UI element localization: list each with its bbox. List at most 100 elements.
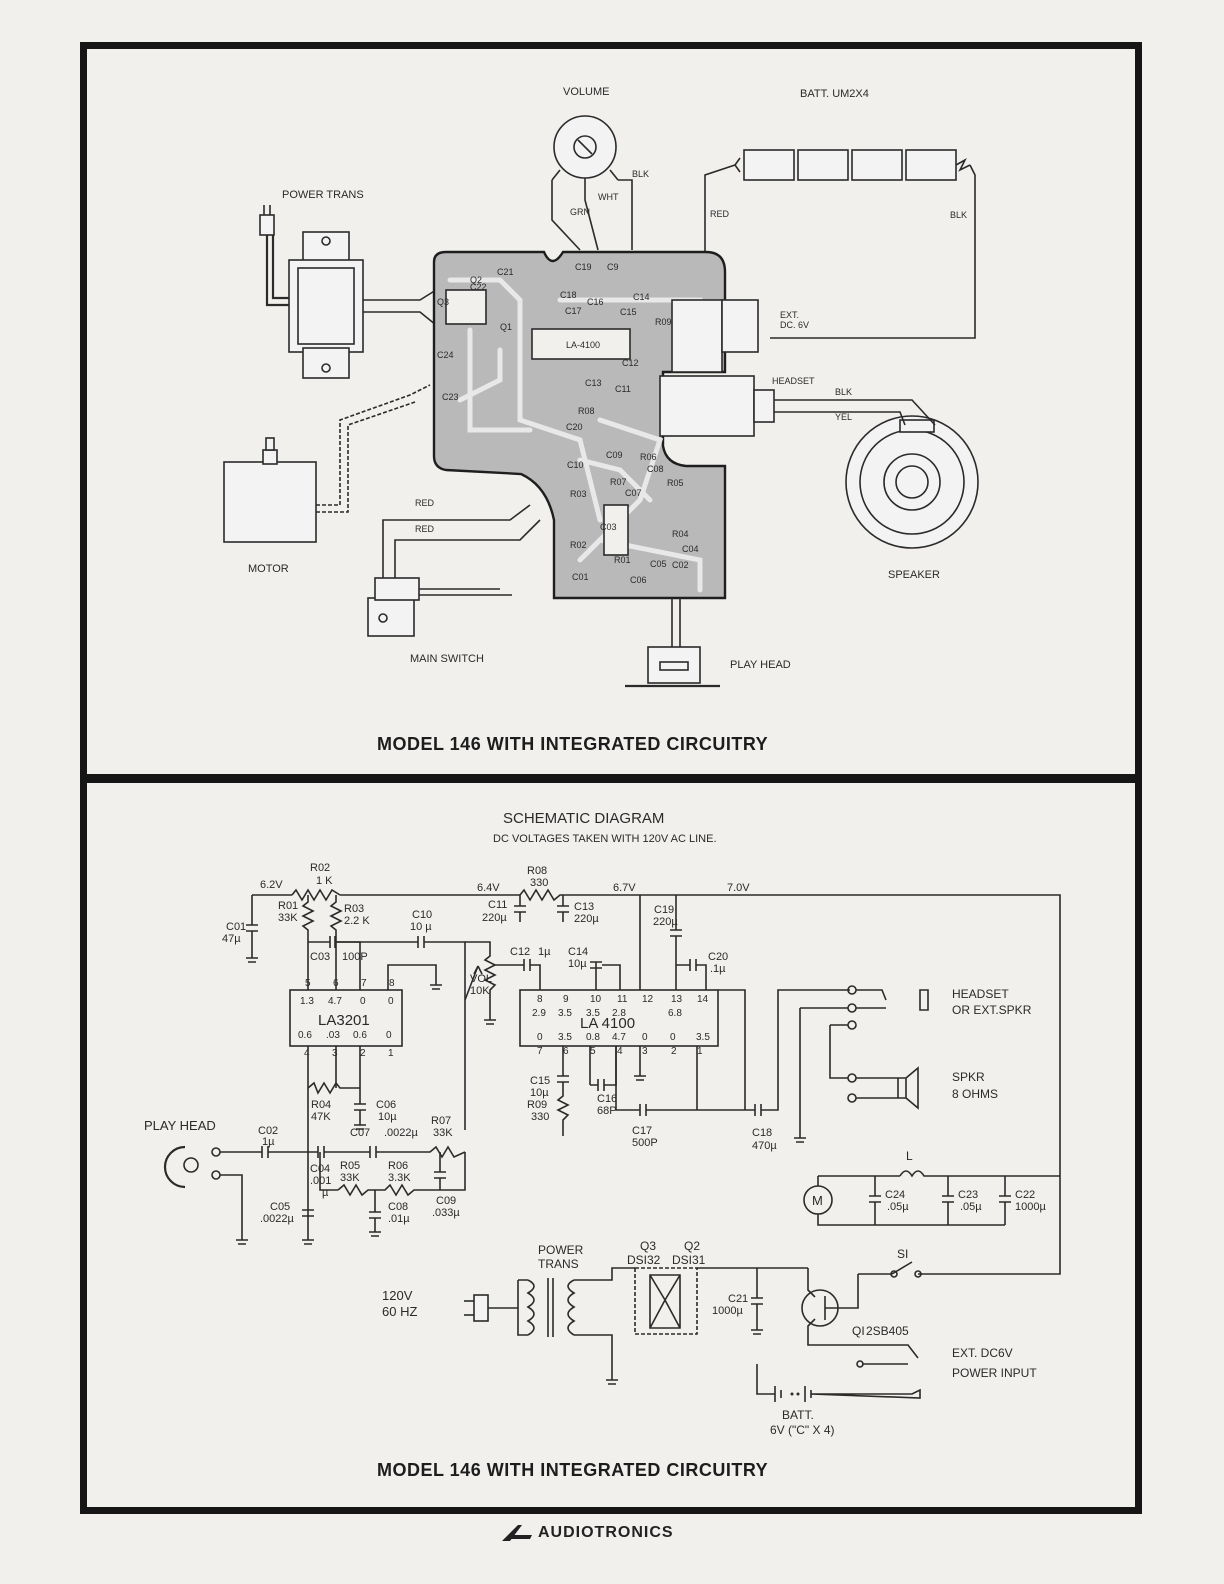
c22-ref: C22	[1015, 1189, 1035, 1201]
svg-text:R02: R02	[570, 540, 587, 550]
ext-dc-label-2: POWER INPUT	[952, 1366, 1037, 1380]
svg-text:0.6: 0.6	[298, 1030, 312, 1041]
ic-la4100-chip	[531, 328, 631, 360]
c02-capacitor	[220, 1146, 308, 1158]
svg-text:R05: R05	[667, 478, 684, 488]
r05-r06-chain	[337, 1152, 466, 1197]
vol-pot	[465, 941, 497, 1025]
battery-pack	[734, 149, 971, 181]
vol-ref: VOL	[470, 973, 492, 985]
svg-text:5: 5	[590, 1046, 596, 1057]
motor-ref: M	[812, 1193, 823, 1208]
svg-text:C18: C18	[560, 290, 577, 300]
ac-plug-symbol	[464, 1279, 528, 1336]
r08-ref: R08	[527, 865, 547, 877]
c06-ref: C06	[376, 1099, 396, 1111]
svg-text:C05: C05	[650, 559, 667, 569]
c17-value: 500P	[632, 1137, 658, 1149]
c13-ref: C13	[574, 901, 594, 913]
r08-resistor	[519, 888, 640, 902]
c22-capacitor	[999, 1176, 1011, 1225]
svg-text:C09: C09	[606, 450, 623, 460]
c20-ref: C20	[708, 951, 728, 963]
svg-text:C10: C10	[567, 460, 584, 470]
schematic-subheading: DC VOLTAGES TAKEN WITH 120V AC LINE.	[493, 833, 717, 845]
r04-value: 47K	[311, 1111, 331, 1123]
ic-la3201-name: LA3201	[318, 1012, 370, 1029]
headset-jack	[659, 375, 755, 437]
c16-capacitor	[589, 1046, 617, 1091]
power-trans-label-1: POWER	[538, 1243, 584, 1257]
svg-text:4: 4	[304, 1048, 310, 1059]
speaker-yel-wire	[774, 411, 906, 426]
svg-text:2: 2	[671, 1046, 677, 1057]
svg-text:13: 13	[671, 994, 683, 1005]
c23-ref: C23	[958, 1189, 978, 1201]
c03-value: 100P	[342, 951, 368, 963]
grn-wire-label: GRN	[570, 207, 590, 217]
batt-blk-label: BLK	[950, 210, 967, 220]
svg-text:C12: C12	[622, 358, 639, 368]
ic-la3201-chip	[603, 504, 629, 556]
bottom-panel-title: MODEL 146 WITH INTEGRATED CIRCUITRY	[377, 1460, 768, 1480]
svg-text:0.6: 0.6	[353, 1030, 367, 1041]
svg-text:2: 2	[360, 1048, 366, 1059]
r07-value: 33K	[433, 1127, 453, 1139]
c09-ref: C09	[436, 1195, 456, 1207]
r08-value: 330	[530, 877, 548, 889]
r06-value: 3.3K	[388, 1172, 411, 1184]
batt-blk-wire	[770, 164, 976, 339]
c03-ref: C03	[310, 951, 330, 963]
svg-text:7: 7	[537, 1046, 543, 1057]
r03-value: 2.2 K	[344, 915, 370, 927]
svg-text:R03: R03	[570, 489, 587, 499]
q3-value: DSI32	[627, 1253, 661, 1267]
svg-text:10: 10	[590, 994, 602, 1005]
c15-value: 10µ	[530, 1087, 549, 1099]
r04-resistor	[307, 1081, 360, 1095]
svg-text:C17: C17	[565, 306, 582, 316]
svg-text:4: 4	[617, 1046, 623, 1057]
svg-text:12: 12	[642, 994, 654, 1005]
q3-ref: Q3	[640, 1239, 656, 1253]
c13-value: 220µ	[574, 913, 599, 925]
svg-text:C11: C11	[615, 384, 631, 394]
ic1-pins: 5 6 7 8 1.3 4.7 0 0 0.6 .03 0.6 0 4 3 2 …	[298, 978, 395, 1059]
batt-label-1: BATT.	[782, 1408, 814, 1422]
ac-label-1: 120V	[382, 1288, 413, 1303]
svg-text:Q1: Q1	[500, 322, 512, 332]
svg-text:R06: R06	[640, 452, 657, 462]
r02-resistor	[291, 888, 341, 902]
c10-ref: C10	[412, 909, 432, 921]
motor-return-line	[817, 1176, 1005, 1226]
svg-text:0: 0	[388, 996, 394, 1007]
c21-ref: C21	[728, 1293, 748, 1305]
c14-capacitor	[590, 961, 621, 990]
ic-la4100	[519, 989, 719, 1047]
spkr-label-2: 8 OHMS	[952, 1087, 998, 1101]
svg-text:8: 8	[537, 994, 543, 1005]
svg-text:C08: C08	[647, 464, 664, 474]
r01-resistor	[301, 895, 315, 990]
ac-plug	[259, 205, 289, 307]
svg-text:6.8: 6.8	[668, 1008, 682, 1019]
c10-value: 10 µ	[410, 921, 432, 933]
c15-r09-network	[556, 1046, 570, 1136]
main-switch-label: MAIN SWITCH	[410, 653, 484, 665]
svg-text:6: 6	[563, 1046, 569, 1057]
speaker-symbol	[847, 1066, 919, 1110]
headset-label: HEADSET	[772, 376, 815, 386]
voltage-6-4: 6.4V	[477, 882, 500, 894]
headset-label-1: HEADSET	[952, 987, 1009, 1001]
spkr-link-wire	[829, 1024, 848, 1079]
speaker-yel-label: YEL	[835, 412, 852, 422]
c24-capacitor	[869, 1176, 881, 1225]
c08-value: .01µ	[388, 1213, 410, 1225]
play-head-symbol	[163, 1145, 248, 1245]
svg-text:C21: C21	[497, 267, 514, 277]
c04-link	[319, 1152, 338, 1191]
volume-pot	[551, 115, 619, 186]
ic1-pin8-ground	[387, 964, 442, 990]
svg-text:5: 5	[305, 978, 311, 989]
trans-wire-a	[363, 289, 437, 301]
